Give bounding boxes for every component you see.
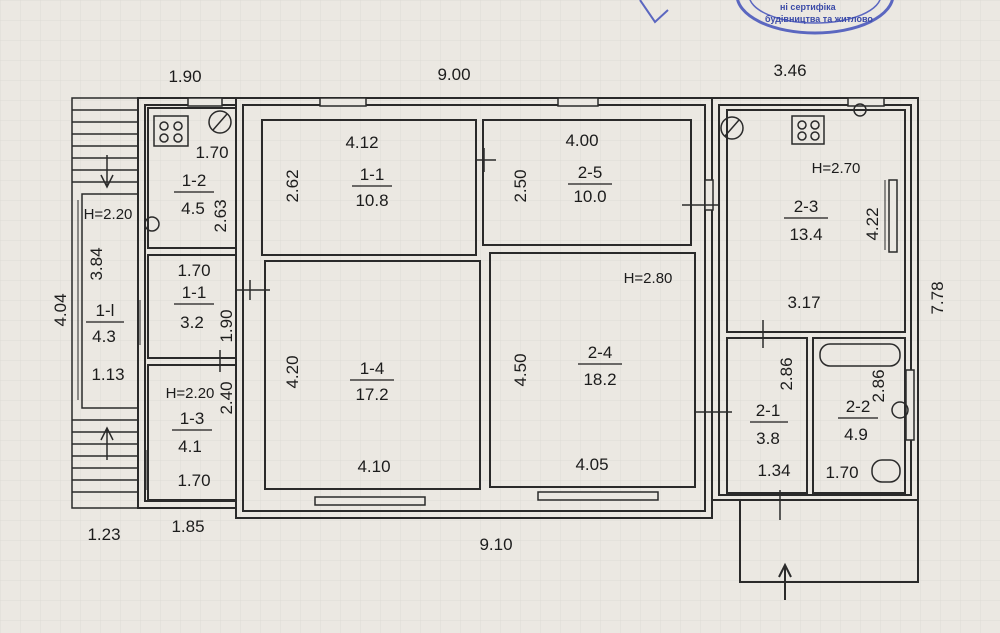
room-2-5-depth: 2.50 xyxy=(511,169,530,202)
room-2-3-height: H=2.70 xyxy=(812,160,861,177)
stamp-text-top: ні сертифіка xyxy=(780,2,837,12)
dim-bottom-total: 9.10 xyxy=(479,535,512,554)
central-partitions xyxy=(261,119,696,490)
left-wing-partitions xyxy=(147,107,237,501)
room-1-3: H=2.20 2.40 1-3 4.1 1.70 xyxy=(166,381,236,490)
room-1-2-depth: 2.63 xyxy=(211,199,230,232)
dim-left-side: 4.04 xyxy=(51,293,70,326)
room-1-1-depth: 2.62 xyxy=(283,169,302,202)
room-2-1-area: 3.8 xyxy=(756,429,780,448)
official-stamp: ні сертифіка будівництва та житлово xyxy=(639,0,894,35)
room-2-1: 2.86 2-1 3.8 1.34 xyxy=(750,357,796,480)
dim-bottom-left-b: 1.85 xyxy=(171,517,204,536)
room-1-2-width: 1.70 xyxy=(195,143,228,162)
boiler-right-icon xyxy=(720,116,744,140)
dim-top-left: 1.90 xyxy=(168,67,201,86)
room-1-4-depth: 4.20 xyxy=(283,355,302,388)
room-1-1-width: 4.12 xyxy=(345,133,378,152)
room-1-1-area: 10.8 xyxy=(355,191,388,210)
room-2-2: 2.86 2-2 4.9 1.70 xyxy=(825,369,888,482)
room-1-1-small-id: 1-1 xyxy=(182,283,207,302)
room-2-3-id: 2-3 xyxy=(794,197,819,216)
stamp-text-bottom: будівництва та житлово xyxy=(765,14,873,24)
room-1-l: H=2.20 3.84 1-l 4.3 1.13 xyxy=(84,206,133,384)
room-1-1: 4.12 2.62 1-1 10.8 xyxy=(283,133,392,210)
room-2-3-depth: 4.22 xyxy=(863,207,882,240)
room-2-2-width: 1.70 xyxy=(825,463,858,482)
room-1-l-id: 1-l xyxy=(96,301,115,320)
room-1-3-id: 1-3 xyxy=(180,409,205,428)
room-2-5-width: 4.00 xyxy=(565,131,598,150)
room-1-3-width: 1.70 xyxy=(177,471,210,490)
room-1-4: 4.20 1-4 17.2 4.10 xyxy=(283,355,394,476)
room-1-1-small: 1.70 1-1 3.2 1.90 xyxy=(174,261,236,343)
room-2-3: H=2.70 2-3 13.4 4.22 3.17 xyxy=(784,160,882,312)
room-1-4-id: 1-4 xyxy=(360,359,385,378)
meter-icon xyxy=(144,103,867,232)
room-2-1-width: 1.34 xyxy=(757,461,790,480)
room-2-2-area: 4.9 xyxy=(844,425,868,444)
room-1-l-area: 4.3 xyxy=(92,327,116,346)
room-2-3-width: 3.17 xyxy=(787,293,820,312)
room-1-3-height: H=2.20 xyxy=(166,385,215,402)
inner-wall-main xyxy=(242,104,706,512)
room-2-4-depth: 4.50 xyxy=(511,353,530,386)
doors xyxy=(219,148,781,520)
room-1-4-width: 4.10 xyxy=(357,457,390,476)
dim-top-right: 3.46 xyxy=(773,61,806,80)
room-2-2-id: 2-2 xyxy=(846,397,871,416)
room-1-3-depth: 2.40 xyxy=(217,381,236,414)
room-1-1-small-area: 3.2 xyxy=(180,313,204,332)
dim-top-middle: 9.00 xyxy=(437,65,470,84)
room-1-1-id: 1-1 xyxy=(360,165,385,184)
hatch-strips xyxy=(77,180,886,490)
room-2-5-area: 10.0 xyxy=(573,187,606,206)
stove-right-icon xyxy=(791,115,825,145)
stove-left-icon xyxy=(153,115,189,147)
room-1-2: 1.70 1-2 4.5 2.63 xyxy=(174,143,230,233)
room-2-1-id: 2-1 xyxy=(756,401,781,420)
inner-wall-right-wing xyxy=(718,104,912,496)
room-2-4-area: 18.2 xyxy=(583,370,616,389)
left-porch xyxy=(71,97,139,509)
room-2-4-width: 4.05 xyxy=(575,455,608,474)
room-1-l-height: H=2.20 xyxy=(84,206,133,223)
room-1-4-area: 17.2 xyxy=(355,385,388,404)
bathtub-icon xyxy=(819,343,909,483)
room-1-2-area: 4.5 xyxy=(181,199,205,218)
boiler-left-icon xyxy=(208,110,232,134)
room-2-4-height: H=2.80 xyxy=(624,270,673,287)
room-2-5-id: 2-5 xyxy=(578,163,603,182)
room-2-1-depth: 2.86 xyxy=(777,357,796,390)
room-1-2-id: 1-2 xyxy=(182,171,207,190)
room-2-4: H=2.80 4.50 2-4 18.2 4.05 xyxy=(511,270,672,474)
room-1-1-small-width: 1.70 xyxy=(177,261,210,280)
room-2-2-depth: 2.86 xyxy=(869,369,888,402)
room-1-l-width: 1.13 xyxy=(91,365,124,384)
windows xyxy=(187,97,915,506)
dim-right-side: 7.78 xyxy=(928,281,947,314)
room-2-5: 4.00 2.50 2-5 10.0 xyxy=(511,131,612,206)
room-1-1-small-depth: 1.90 xyxy=(217,309,236,342)
room-2-3-area: 13.4 xyxy=(789,225,822,244)
room-1-3-area: 4.1 xyxy=(178,437,202,456)
dim-bottom-left-a: 1.23 xyxy=(87,525,120,544)
room-2-4-id: 2-4 xyxy=(588,343,613,362)
room-1-l-length: 3.84 xyxy=(87,247,106,280)
